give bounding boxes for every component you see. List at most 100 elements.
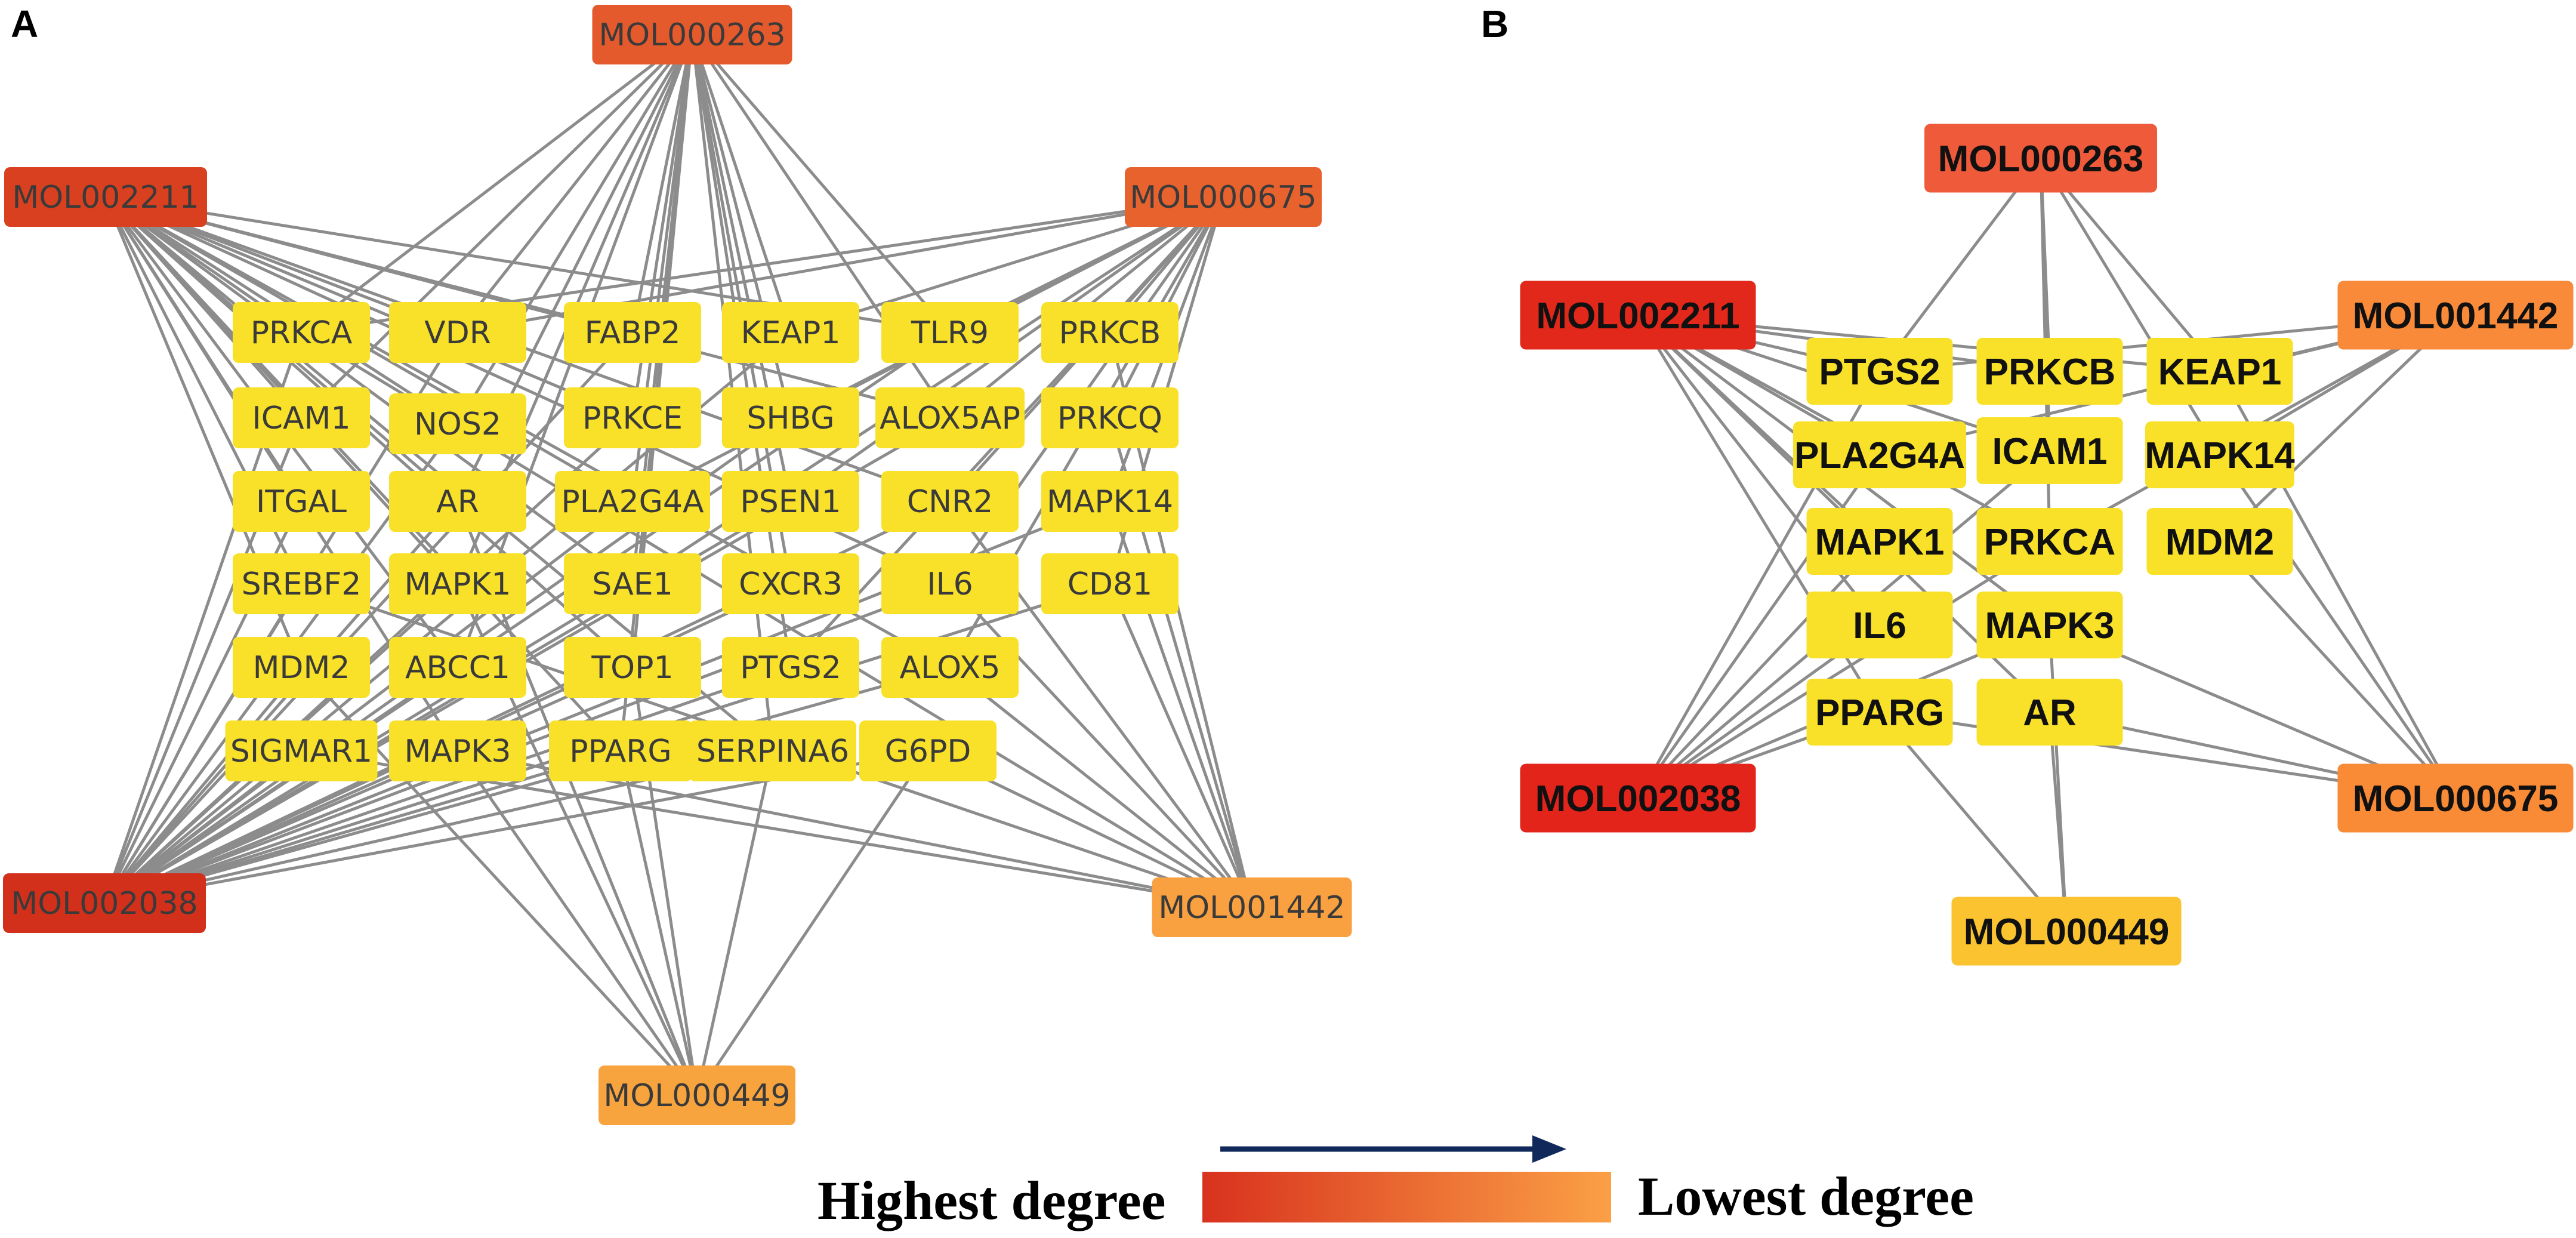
target-node-label: ALOX5 [900, 650, 1001, 686]
target-node-label: ICAM1 [1992, 431, 2108, 472]
molecule-node-mol000675[interactable]: MOL000675 [2337, 763, 2574, 833]
target-node-box [1806, 592, 1953, 658]
target-node-mapk1[interactable]: MAPK1 [1806, 508, 1953, 575]
target-node-label: IL6 [927, 566, 973, 602]
molecule-node-label: MOL001442 [1158, 890, 1345, 926]
target-node-mapk3[interactable]: MAPK3 [389, 720, 526, 781]
degree-legend: Highest degree Lowest degree [817, 1135, 1974, 1231]
target-node-mapk14[interactable]: MAPK14 [2145, 421, 2295, 488]
target-node-box [389, 637, 526, 698]
target-node-label: SIGMAR1 [230, 734, 372, 769]
edge-mol000449-pparg [619, 750, 699, 1096]
target-node-keap1[interactable]: KEAP1 [2146, 338, 2293, 405]
molecule-node-mol001442[interactable]: MOL001442 [2337, 281, 2574, 350]
target-node-tlr9[interactable]: TLR9 [881, 302, 1019, 363]
target-node-icam1[interactable]: ICAM1 [1976, 417, 2123, 484]
target-node-sigmar1[interactable]: SIGMAR1 [225, 720, 378, 781]
edge-mol000263-mapk14 [2039, 157, 2222, 456]
target-node-prkcq[interactable]: PRKCQ [1041, 387, 1179, 448]
target-node-label: FABP2 [585, 315, 681, 351]
target-node-label: ITGAL [256, 484, 347, 520]
molecule-node-mol002211[interactable]: MOL002211 [4, 167, 207, 227]
target-node-abcc1[interactable]: ABCC1 [389, 637, 526, 698]
target-node-srebf2[interactable]: SREBF2 [233, 553, 370, 614]
target-node-nos2[interactable]: NOS2 [389, 393, 526, 454]
target-node-mapk3[interactable]: MAPK3 [1976, 592, 2123, 658]
target-node-label: PRKCA [1984, 522, 2115, 563]
target-node-label: MAPK3 [1985, 605, 2114, 646]
target-node-itgal[interactable]: ITGAL [233, 471, 370, 532]
molecule-node-box [2337, 281, 2574, 350]
target-node-cnr2[interactable]: CNR2 [881, 471, 1019, 532]
target-node-label: PTGS2 [740, 650, 841, 686]
target-node-alox5[interactable]: ALOX5 [881, 637, 1019, 698]
edge-mol000263-keap1 [2040, 157, 2221, 372]
molecule-node-mol000675[interactable]: MOL000675 [1125, 167, 1322, 227]
target-node-sae1[interactable]: SAE1 [564, 553, 701, 614]
target-node-box [564, 637, 701, 698]
target-node-prkce[interactable]: PRKCE [564, 387, 701, 448]
target-node-label: CD81 [1068, 566, 1153, 602]
legend-gradient-bar [1202, 1172, 1611, 1222]
target-node-il6[interactable]: IL6 [881, 553, 1019, 614]
molecule-node-label: MOL002211 [12, 180, 199, 215]
target-node-prkcb[interactable]: PRKCB [1041, 302, 1179, 363]
target-node-top1[interactable]: TOP1 [564, 637, 701, 698]
target-node-mapk1[interactable]: MAPK1 [389, 553, 526, 614]
molecule-node-mol002038[interactable]: MOL002038 [3, 873, 206, 933]
target-node-label: SERPINA6 [696, 734, 849, 769]
target-node-pparg[interactable]: PPARG [1806, 679, 1953, 746]
molecule-node-mol000449[interactable]: MOL000449 [599, 1065, 795, 1125]
molecule-node-mol000263[interactable]: MOL000263 [1924, 124, 2157, 193]
target-node-box [1976, 417, 2123, 484]
edge-mol001442-alox5 [949, 666, 1253, 909]
target-node-box [2146, 508, 2293, 575]
target-node-icam1[interactable]: ICAM1 [233, 387, 370, 448]
panel-b-letter: B [1481, 2, 1508, 45]
molecule-node-label: MOL001442 [2353, 295, 2559, 337]
molecule-node-mol001442[interactable]: MOL001442 [1152, 877, 1352, 937]
edge-mol000449-mapk3 [456, 750, 699, 1097]
target-node-keap1[interactable]: KEAP1 [722, 302, 859, 363]
target-node-mdm2[interactable]: MDM2 [233, 637, 370, 698]
target-node-psen1[interactable]: PSEN1 [722, 471, 859, 532]
target-node-shbg[interactable]: SHBG [722, 387, 859, 448]
target-node-cd81[interactable]: CD81 [1041, 553, 1179, 614]
target-node-mapk14[interactable]: MAPK14 [1041, 471, 1179, 532]
target-node-box [564, 553, 701, 614]
target-node-vdr[interactable]: VDR [389, 302, 526, 363]
target-node-ptgs2[interactable]: PTGS2 [1806, 338, 1953, 405]
target-node-ar[interactable]: AR [1976, 679, 2123, 746]
molecule-node-label: MOL002038 [1535, 778, 1741, 820]
molecule-node-mol002038[interactable]: MOL002038 [1520, 763, 1756, 833]
target-node-pla2g4a[interactable]: PLA2G4A [555, 471, 710, 532]
target-node-mdm2[interactable]: MDM2 [2146, 508, 2293, 575]
target-node-prkca[interactable]: PRKCA [1976, 508, 2123, 575]
target-node-g6pd[interactable]: G6PD [859, 720, 997, 781]
molecule-node-mol000449[interactable]: MOL000449 [1951, 897, 2182, 966]
target-node-fabp2[interactable]: FABP2 [564, 302, 701, 363]
target-node-label: PSEN1 [740, 484, 841, 520]
molecule-node-mol000263[interactable]: MOL000263 [592, 5, 792, 64]
target-node-alox5ap[interactable]: ALOX5AP [875, 387, 1025, 448]
target-node-ar[interactable]: AR [389, 471, 526, 532]
edge-mol000263-tlr9 [691, 33, 951, 334]
target-node-box [722, 637, 859, 698]
target-node-box [389, 720, 526, 781]
target-node-serpina6[interactable]: SERPINA6 [689, 720, 856, 781]
molecule-node-mol002211[interactable]: MOL002211 [1520, 281, 1756, 350]
target-node-prkcb[interactable]: PRKCB [1976, 338, 2123, 405]
edge-mol002038-mdm2 [103, 666, 303, 904]
target-node-ptgs2[interactable]: PTGS2 [722, 637, 859, 698]
target-node-pla2g4a[interactable]: PLA2G4A [1793, 421, 1966, 488]
molecule-node-label: MOL000675 [2353, 778, 2559, 820]
target-node-prkca[interactable]: PRKCA [233, 302, 370, 363]
target-node-il6[interactable]: IL6 [1806, 592, 1953, 658]
molecule-node-label: MOL002211 [1536, 295, 1739, 337]
target-node-pparg[interactable]: PPARG [549, 720, 692, 781]
target-node-cxcr3[interactable]: CXCR3 [722, 553, 859, 614]
target-node-box [1806, 679, 1953, 746]
target-node-box [389, 553, 526, 614]
